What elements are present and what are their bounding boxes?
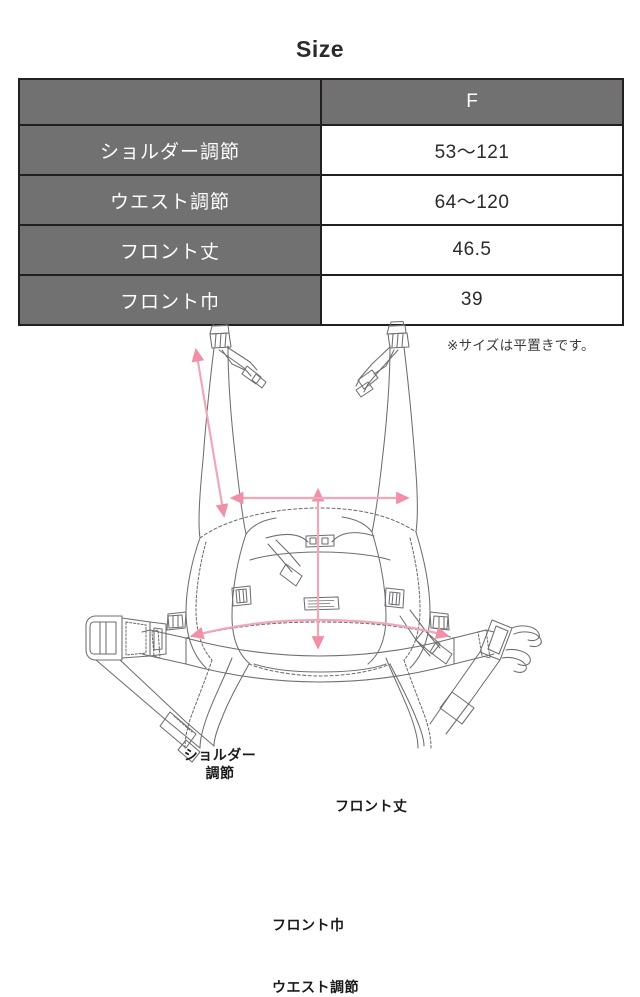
row-label-front-length: フロント丈 (18, 224, 322, 276)
shoulder-label-line2: 調節 (205, 764, 235, 781)
table-header-row: F (18, 78, 624, 126)
row-value-shoulder: 53〜121 (320, 124, 624, 176)
carrier-illustration-svg (85, 320, 542, 763)
carrier-outline (85, 320, 542, 763)
size-chart-page: Size F ショルダー調節 53〜121 ウエスト調節 64〜120 フロント… (0, 36, 640, 995)
size-table: F ショルダー調節 53〜121 ウエスト調節 64〜120 フロント丈 46.… (18, 78, 624, 326)
row-value-front-width: 39 (320, 274, 624, 326)
row-label-shoulder: ショルダー調節 (18, 124, 322, 176)
table-row: ショルダー調節 53〜121 (18, 124, 624, 176)
diagram-label-front-width: フロント巾 (272, 917, 345, 933)
diagram-label-shoulder: ショルダー 調節 (172, 747, 268, 782)
row-value-front-length: 46.5 (320, 224, 624, 276)
row-label-waist: ウエスト調節 (18, 174, 322, 226)
diagram-label-front-length: フロント丈 (335, 798, 408, 814)
table-header-blank (18, 78, 322, 126)
table-row: ウエスト調節 64〜120 (18, 174, 624, 226)
shoulder-arrow (191, 347, 229, 518)
shoulder-label-line1: ショルダー (183, 747, 257, 763)
row-label-front-width: フロント巾 (18, 274, 322, 326)
page-title: Size (295, 36, 345, 62)
carrier-diagram: ショルダー 調節 フロント丈 フロント巾 ウエスト調節 (0, 320, 640, 995)
table-header-size: F (320, 78, 624, 126)
flat-measure-note: ※サイズは平置きです。 (447, 338, 595, 353)
row-value-waist: 64〜120 (320, 174, 624, 226)
table-row: フロント巾 39 (18, 274, 624, 326)
diagram-label-waist: ウエスト調節 (272, 979, 359, 995)
measurement-arrows (189, 347, 450, 650)
waist-arrow (189, 618, 450, 640)
table-row: フロント丈 46.5 (18, 224, 624, 276)
